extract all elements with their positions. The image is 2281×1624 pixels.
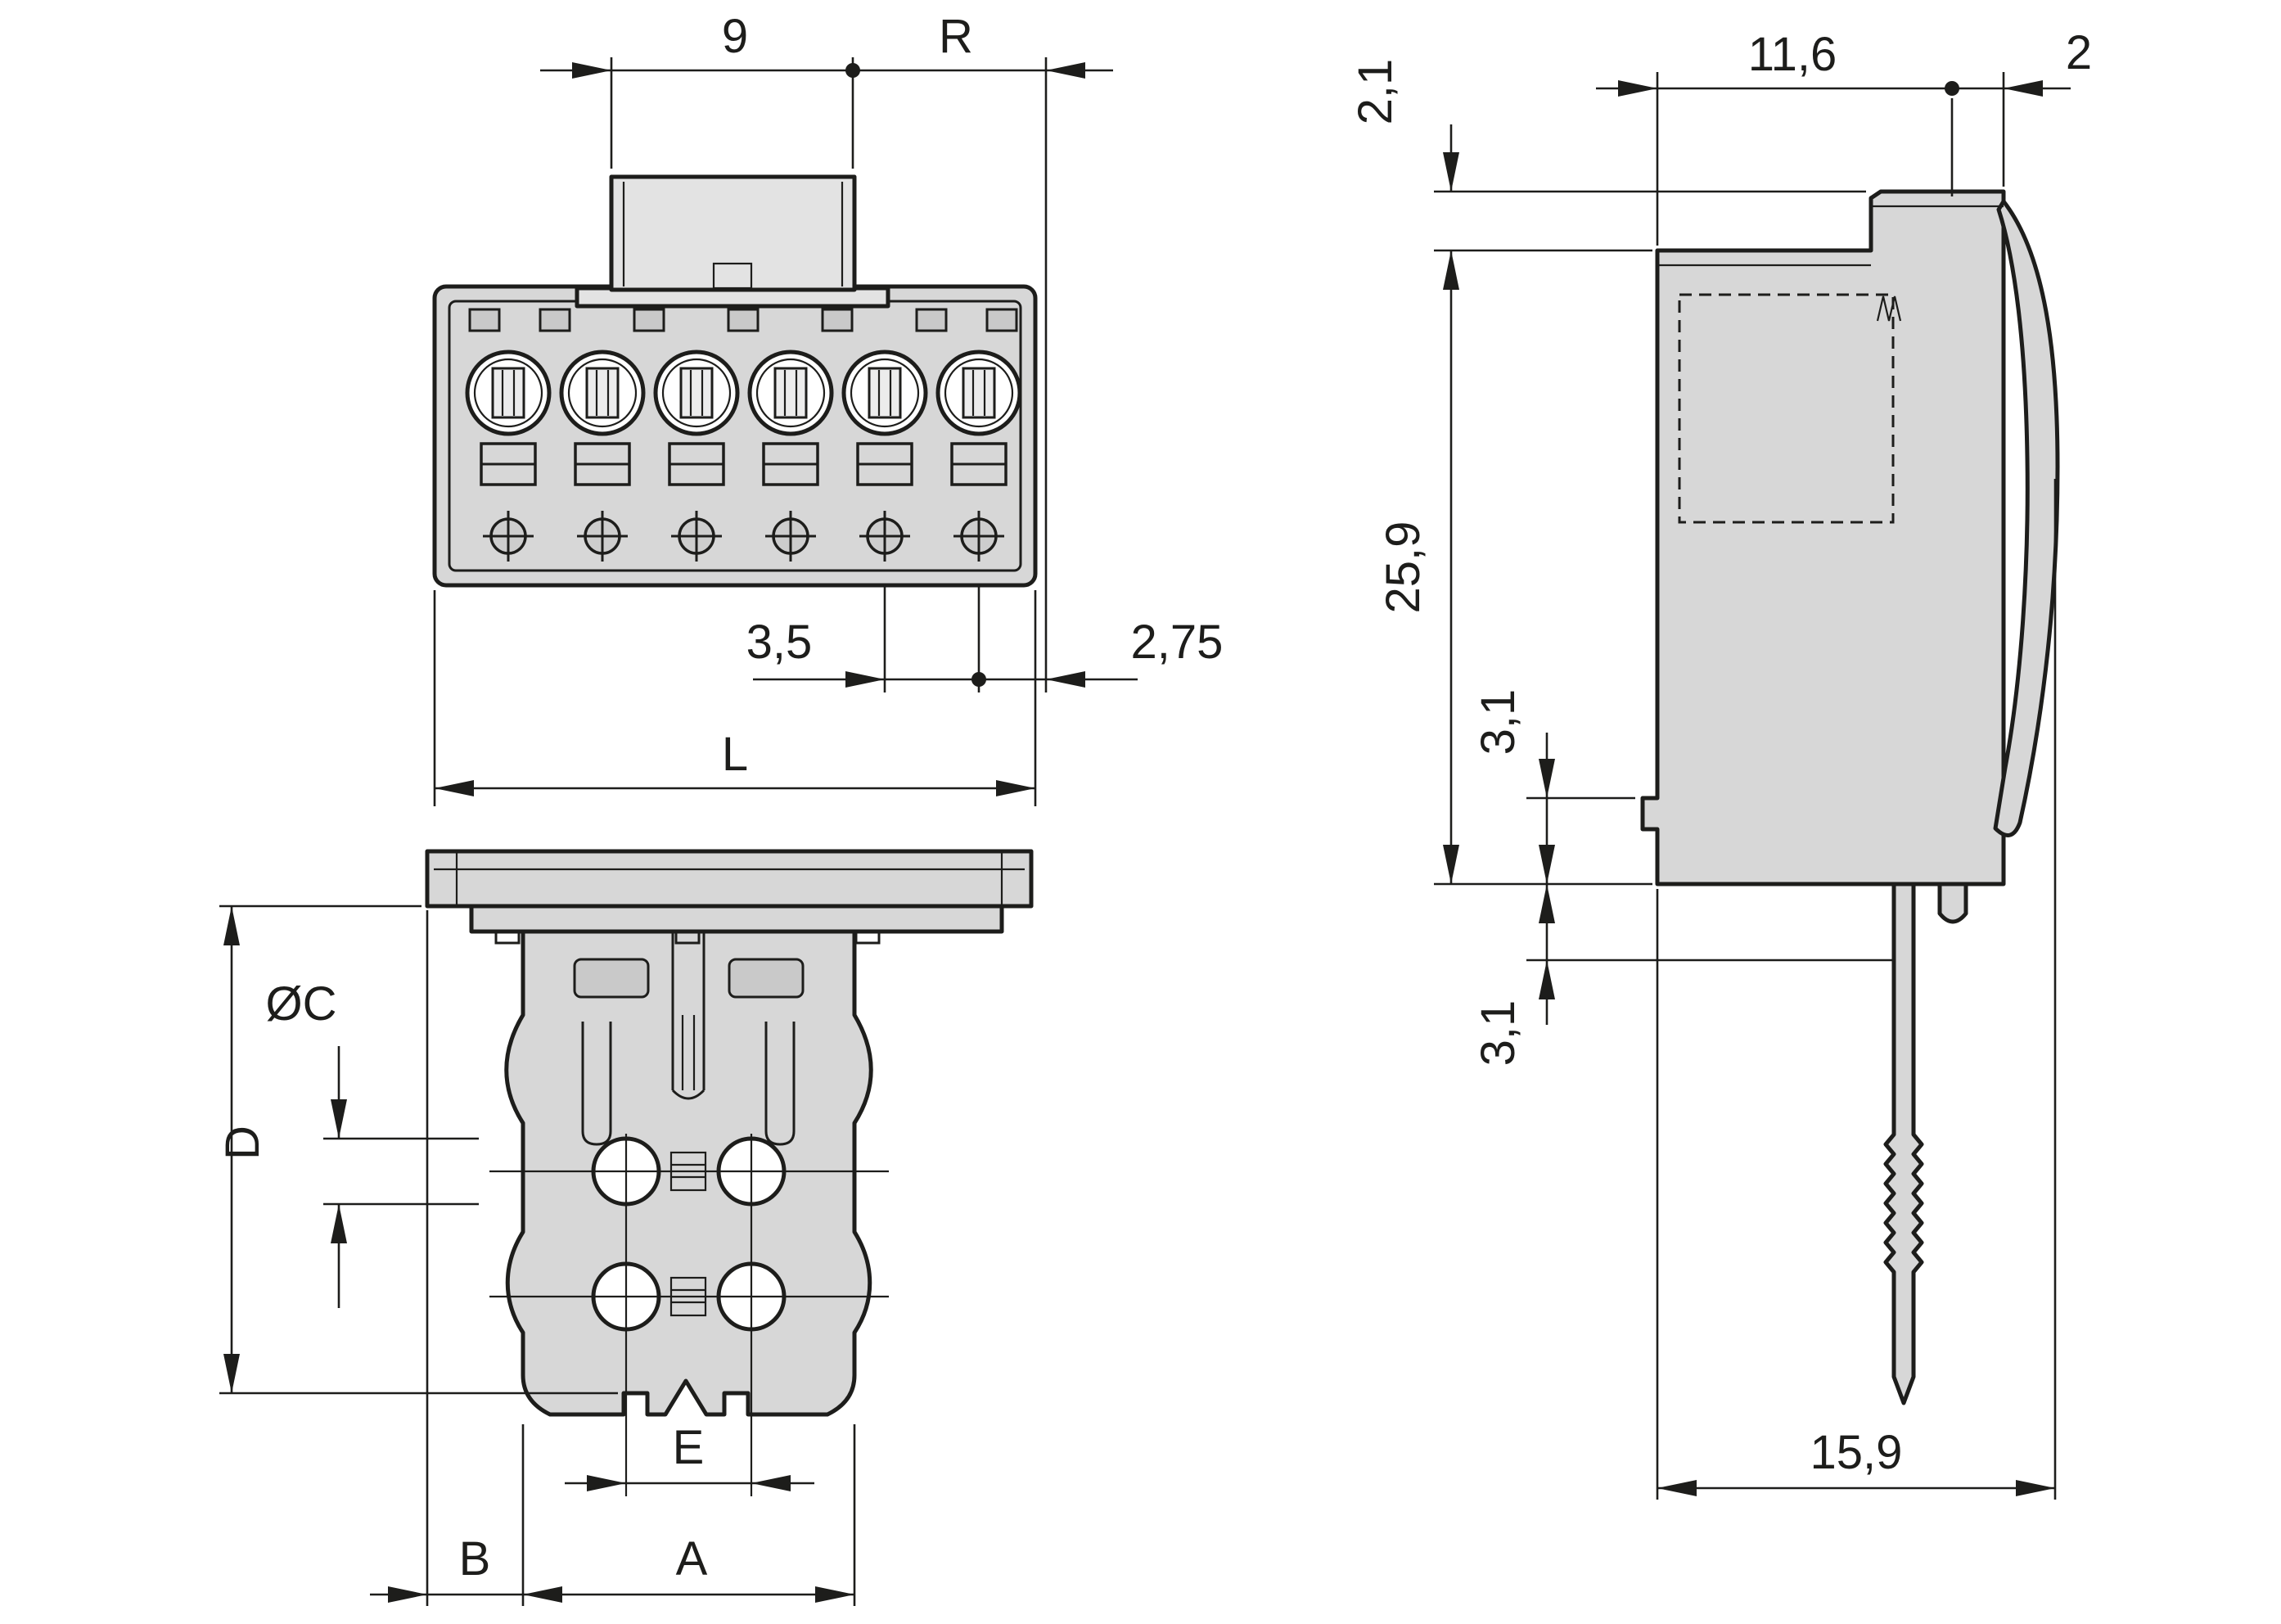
dim-label-length: L (722, 728, 748, 781)
dim-label-hole-diameter: ØC (266, 977, 337, 1031)
dim-label-pitch: 3,5 (746, 616, 813, 669)
front-dimensions: 9 R 3,5 2,75 L (433, 10, 1224, 806)
latch-window (821, 308, 854, 332)
latch-window (539, 308, 571, 332)
dim-label-overall-depth: 15,9 (1810, 1426, 1903, 1479)
center-channel-end (671, 1089, 705, 1100)
latch-window (915, 308, 948, 332)
dim-label-stop-upper: 3,1 (1472, 689, 1525, 756)
latch-window (985, 308, 1018, 332)
arrowhead (2004, 80, 2043, 97)
coding-tab (609, 174, 857, 292)
arrowhead (331, 1099, 347, 1139)
keying-window (728, 958, 805, 999)
groove (581, 1022, 612, 1146)
arrowhead (572, 62, 611, 79)
latch-window (727, 308, 760, 332)
bottom-housing-body (504, 929, 873, 1417)
rib (669, 1276, 707, 1317)
rib (669, 1151, 707, 1192)
locking-lever (1993, 199, 2060, 837)
arrowhead (1539, 960, 1555, 999)
arrowhead (845, 671, 885, 688)
dim-label-radius: R (939, 10, 973, 63)
arrowhead (1443, 250, 1459, 290)
strip-tooth (494, 930, 521, 945)
arrowhead (1618, 80, 1657, 97)
side-view: 2,1 25,9 11,6 2 3,1 3,1 (1349, 26, 2092, 1500)
arrowhead (996, 780, 1035, 796)
dim-label-body-width: A (676, 1532, 708, 1586)
arrowhead (587, 1475, 626, 1491)
arrowhead (1657, 1480, 1697, 1496)
latch-window (468, 308, 501, 332)
dim-label-housing-height: 25,9 (1377, 521, 1430, 614)
hidden-cavity-outline (1678, 293, 1895, 524)
dim-label-depth: D (216, 1126, 269, 1160)
bottom-dimensions: D ØC E B A (216, 904, 856, 1606)
arrowhead (1046, 671, 1085, 688)
latch-window (633, 308, 665, 332)
arrowhead (331, 1204, 347, 1243)
mounting-flange (425, 849, 1034, 909)
solder-pin (1883, 882, 1924, 1405)
arrowhead (1539, 845, 1555, 884)
side-dimensions: 2,1 25,9 11,6 2 3,1 3,1 (1349, 26, 2092, 1500)
strip-tooth (854, 930, 881, 945)
serration-mark (1876, 295, 1902, 322)
bottom-view: D ØC E B A (216, 849, 1034, 1606)
arrowhead (388, 1586, 427, 1603)
dim-label-stop-lower: 3,1 (1472, 1000, 1525, 1067)
dim-label-flange-offset: B (459, 1532, 491, 1586)
arrowhead (1443, 152, 1459, 192)
dimension-dot (971, 672, 986, 687)
dimension-dot (1945, 81, 1959, 96)
dim-label-hole-spacing: E (673, 1421, 705, 1474)
arrowhead (815, 1586, 854, 1603)
arrowhead (1539, 759, 1555, 798)
dim-label-flange-height: 2,1 (1349, 59, 1402, 125)
arrowhead (223, 906, 240, 945)
front-view: 9 R 3,5 2,75 L (432, 10, 1224, 806)
dim-label-housing-depth: 11,6 (1748, 28, 1837, 81)
arrowhead (1046, 62, 1085, 79)
arrowhead (751, 1475, 791, 1491)
arrowhead (223, 1354, 240, 1393)
dim-label-tab-width: 9 (722, 10, 748, 63)
keying-window (573, 958, 650, 999)
dim-label-latch-offset: 2 (2066, 26, 2092, 79)
tab-notch (712, 262, 753, 290)
dim-label-end-offset: 2,75 (1131, 616, 1224, 669)
retention-hook (1937, 882, 1968, 924)
groove (764, 1022, 796, 1146)
arrowhead (1443, 845, 1459, 884)
arrowhead (1539, 884, 1555, 923)
arrowhead (2016, 1480, 2055, 1496)
base-strip (469, 904, 1004, 934)
arrowhead (435, 780, 474, 796)
dimension-dot (845, 63, 860, 78)
arrowhead (523, 1586, 562, 1603)
strip-tooth (674, 930, 701, 945)
